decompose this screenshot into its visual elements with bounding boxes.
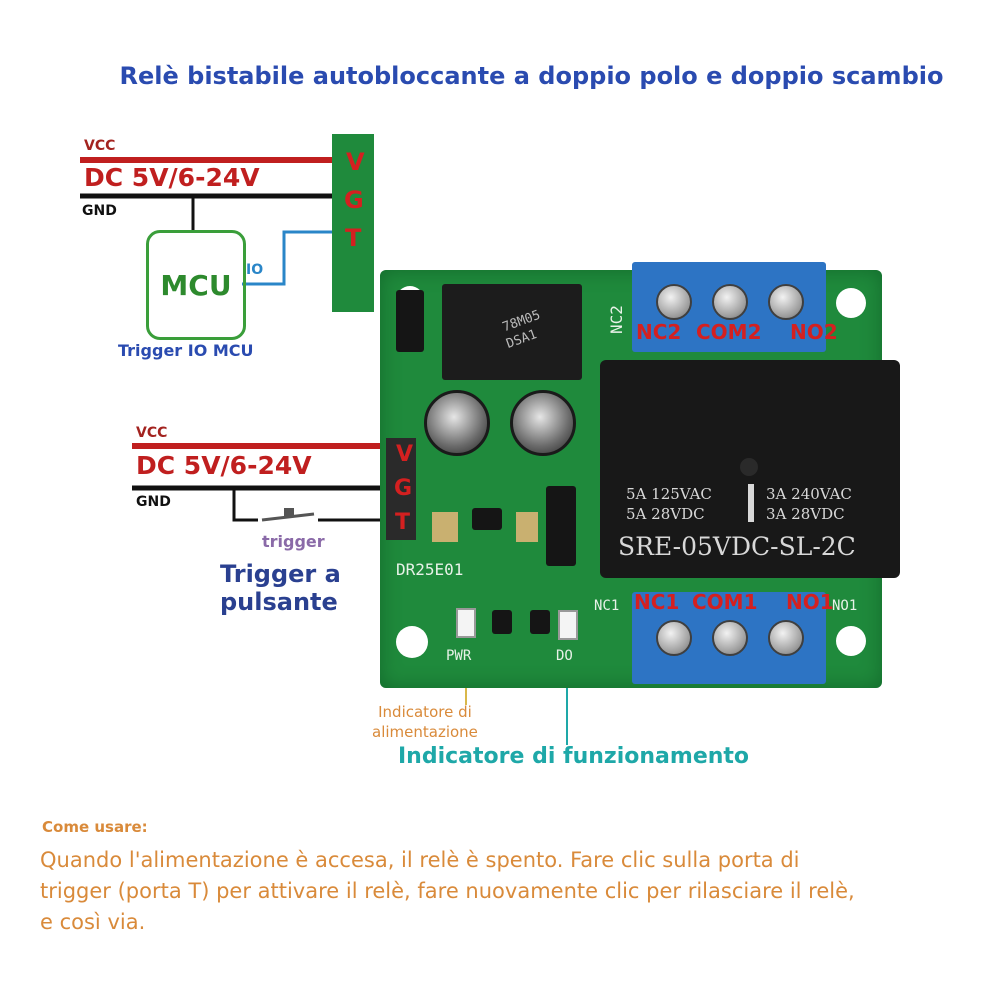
resistor: [492, 610, 512, 634]
terminal-label-com1: COM1: [692, 590, 758, 614]
vcc-label-bottom: VCC: [136, 425, 168, 441]
terminal-label-no2: NO2: [790, 320, 838, 344]
ic-chip: [472, 508, 502, 530]
board-model: DR25E01: [396, 560, 464, 579]
smd-part: [516, 512, 538, 542]
button-wire-left: [232, 488, 258, 522]
gnd-label-bottom: GND: [136, 494, 171, 510]
smd-part: [432, 512, 458, 542]
diode-chip: [396, 290, 424, 352]
board-pin-v: V: [396, 442, 414, 467]
silk-do: DO: [556, 648, 573, 664]
header-pin-t: T: [345, 224, 362, 252]
silk-nc2: NC2: [606, 305, 626, 334]
pushbutton-caption: Trigger a pulsante: [220, 560, 341, 616]
screw-nc1: [656, 620, 692, 656]
relay-spec-right: 3A 240VAC 3A 28VDC: [766, 484, 852, 524]
function-led: [558, 610, 578, 640]
pin-header: V G T: [386, 438, 416, 540]
howto-text: Quando l'alimentazione è accesa, il relè…: [40, 845, 990, 938]
screw-com2: [712, 284, 748, 320]
terminal-block-top: [632, 262, 826, 352]
silk-no1: NO1: [832, 598, 858, 614]
capacitor: [424, 390, 490, 456]
resistor: [530, 610, 550, 634]
io-wire: [242, 230, 346, 286]
push-button-cap: [284, 508, 294, 516]
header-pin-v: V: [346, 148, 365, 176]
vcc-label-top: VCC: [84, 138, 116, 154]
mount-hole: [396, 626, 428, 658]
relay-spec-right-1: 3A 240VAC: [766, 485, 852, 503]
silk-pwr: PWR: [446, 648, 472, 664]
trigger-label: trigger: [262, 532, 325, 551]
mount-hole: [836, 288, 866, 318]
terminal-label-com2: COM2: [696, 320, 762, 344]
relay-divider: [748, 484, 754, 522]
power-led: [456, 608, 476, 638]
page-title: Relè bistabile autobloccante a doppio po…: [119, 62, 944, 90]
terminal-label-nc1: NC1: [634, 590, 680, 614]
mount-hole: [836, 626, 866, 656]
screw-com1: [712, 620, 748, 656]
silk-nc1: NC1: [594, 598, 620, 614]
pushbutton-caption-line2: pulsante: [220, 588, 338, 616]
power-indicator-caption: Indicatore di alimentazione: [372, 702, 478, 742]
capacitor: [510, 390, 576, 456]
terminal-label-nc2: NC2: [636, 320, 682, 344]
relay-spec-right-2: 3A 28VDC: [766, 505, 845, 523]
howto-line-1: Quando l'alimentazione è accesa, il relè…: [40, 848, 800, 872]
screw-no2: [768, 284, 804, 320]
push-button: [261, 512, 315, 522]
header-pin-g: G: [344, 186, 364, 214]
mcu-box: MCU: [146, 230, 246, 340]
relay-dot: [740, 458, 758, 476]
board-pin-t: T: [395, 510, 411, 535]
dc-label-top: DC 5V/6-24V: [84, 163, 260, 192]
howto-line-3: e così via.: [40, 910, 146, 934]
relay: 5A 125VAC 5A 28VDC 3A 240VAC 3A 28VDC SR…: [600, 360, 900, 578]
function-indicator-caption: Indicatore di funzionamento: [398, 744, 750, 769]
howto-line-2: trigger (porta T) per attivare il relè, …: [40, 879, 855, 903]
screw-nc2: [656, 284, 692, 320]
transistor-chip: [546, 486, 576, 566]
power-indicator-line1: Indicatore di: [378, 703, 472, 721]
howto-title: Come usare:: [42, 818, 148, 836]
relay-spec-left: 5A 125VAC 5A 28VDC: [626, 484, 712, 524]
power-indicator-line2: alimentazione: [372, 723, 478, 741]
board-pin-g: G: [394, 476, 413, 501]
io-label: IO: [246, 262, 264, 278]
voltage-regulator: 78M05 DSA1: [442, 284, 582, 380]
trigger-mcu-label: Trigger IO MCU: [118, 341, 254, 360]
relay-spec-left-1: 5A 125VAC: [626, 485, 712, 503]
header-strip-top: V G T: [332, 134, 374, 312]
gnd-label-top: GND: [82, 203, 117, 219]
relay-model: SRE-05VDC-SL-2C: [618, 532, 856, 561]
dc-label-bottom: DC 5V/6-24V: [136, 451, 312, 480]
relay-spec-left-2: 5A 28VDC: [626, 505, 705, 523]
screw-no1: [768, 620, 804, 656]
terminal-label-no1: NO1: [786, 590, 834, 614]
terminal-block-bottom: [632, 592, 826, 684]
pushbutton-caption-line1: Trigger a: [220, 560, 341, 588]
